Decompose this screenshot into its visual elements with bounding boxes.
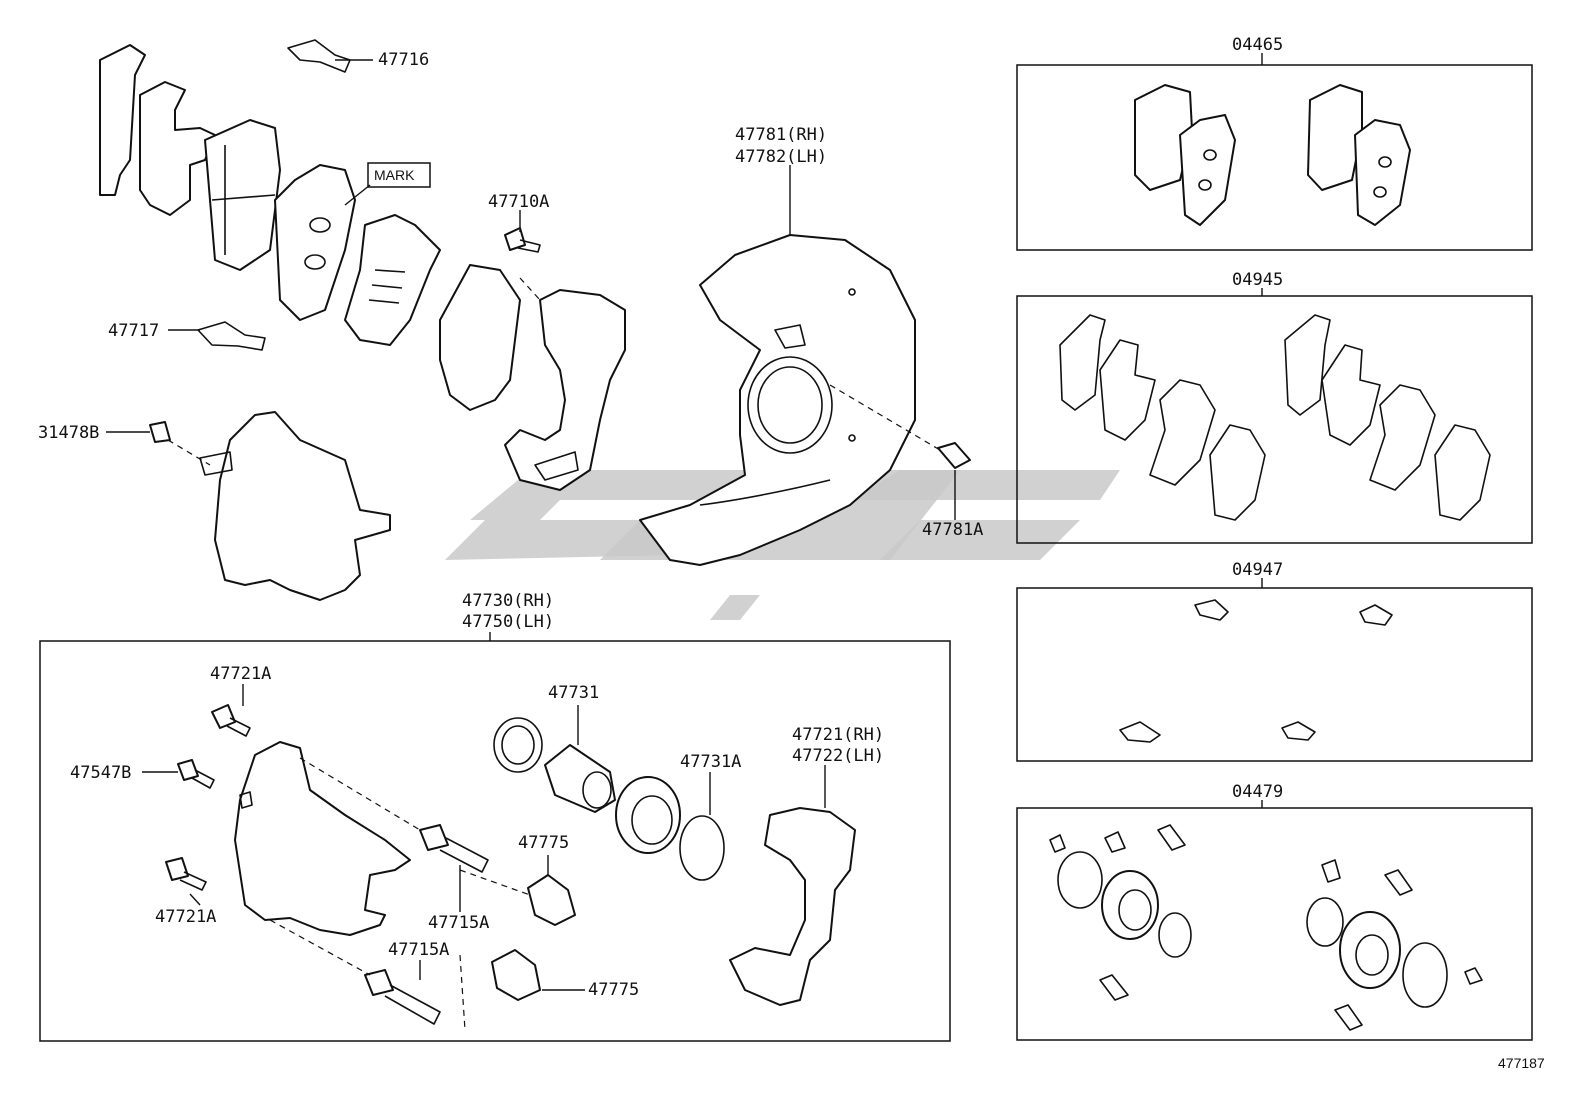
bleeder-plug-cap [149,421,171,443]
label-47722-lh: 47722(LH) [792,746,884,766]
label-47715a-lower: 47715A [388,940,449,960]
kit-box-04947 [1016,587,1533,762]
bolt-47721a-top [211,704,251,737]
kit-box-04465 [1016,64,1533,251]
drawing-number: 477187 [1498,1055,1545,1071]
slide-bushing-47775-upper [527,874,576,926]
label-47731a: 47731A [680,752,741,772]
brake-pad-outer [204,119,281,271]
label-47775-lower: 47775 [588,980,639,1000]
brake-pad-inner [274,164,356,321]
label-47721a-top: 47721A [210,664,271,684]
label-kit-04947: 04947 [1232,560,1283,580]
kit-04945-shims [1059,314,1491,521]
caliper-torque-plate-47721 [729,807,856,1006]
anti-squeal-shim [344,214,441,346]
bracket-bolt-47710a [504,227,541,253]
label-mark: MARK [374,167,415,183]
slide-pin-47715a-upper [419,824,489,873]
label-kit-04479: 04479 [1232,782,1283,802]
label-31478b: 31478B [38,423,99,443]
piston-seal-cylinder-boot [615,776,681,854]
bolt-47721a-bottom [165,857,207,891]
caliper-cylinder-assembly [234,741,411,936]
shim-inner-left [139,81,216,216]
label-kit-04945: 04945 [1232,270,1283,290]
bleeder-plug-47547b [177,759,215,789]
label-47782-lh: 47782(LH) [735,147,827,167]
leader-lines [106,53,1263,1031]
pad-support-plate [439,264,521,411]
anti-rattle-spring-top [287,39,351,73]
piston-47731 [544,744,616,813]
label-47781-rh: 47781(RH) [735,125,827,145]
label-47750-lh: 47750(LH) [462,612,554,632]
label-47775-upper: 47775 [518,833,569,853]
label-47731: 47731 [548,683,599,703]
caliper-mounting-bracket [504,289,626,491]
label-47721a-bottom: 47721A [155,907,216,927]
slide-pin-47715a-lower [364,969,441,1025]
label-kit-04465: 04465 [1232,35,1283,55]
label-47781a: 47781A [922,520,983,540]
label-47715a-upper: 47715A [428,913,489,933]
piston-boot-ring-47731 [493,717,543,773]
label-47721-rh: 47721(RH) [792,725,884,745]
cylinder-body [199,411,391,601]
piston-seal-ring-47731a [679,815,725,881]
anti-rattle-spring-bottom [197,321,266,351]
label-47710a: 47710A [488,192,549,212]
kit-04479-seals [1049,824,1483,1031]
dust-cover-bolt-47781a [937,442,971,469]
slide-bushing-47775-lower [491,949,541,1001]
kit-04465-pads [1134,84,1411,226]
label-47730-rh: 47730(RH) [462,591,554,611]
shim-outer-left [99,44,146,196]
caliper-assembly-box [39,640,951,1042]
kit-box-04479 [1016,807,1533,1041]
disc-brake-dust-cover [639,234,916,566]
kit-04947-springs [1119,599,1393,743]
label-47717: 47717 [108,321,159,341]
kit-box-04945 [1016,295,1533,544]
label-47716: 47716 [378,50,429,70]
label-47547b: 47547B [70,763,131,783]
